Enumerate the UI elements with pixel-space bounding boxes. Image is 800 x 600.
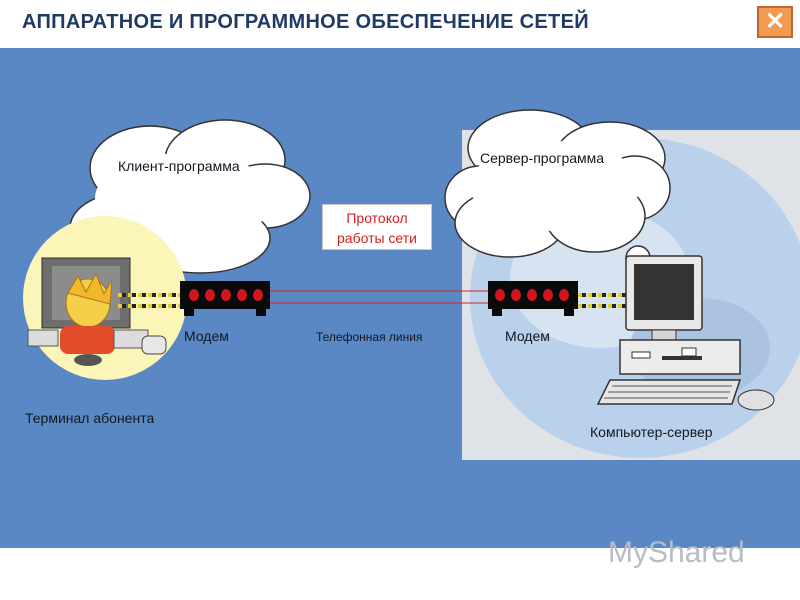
diagram-area: Клиент-программа Сервер-программа Проток… — [0, 48, 800, 548]
footer-bar — [0, 548, 800, 600]
right-modem-label: Модем — [505, 328, 550, 344]
close-icon: ✕ — [764, 8, 786, 35]
protocol-box: Протокол работы сети — [322, 204, 432, 250]
page-title: АППАРАТНОЕ И ПРОГРАММНОЕ ОБЕСПЕЧЕНИЕ СЕТ… — [22, 11, 589, 33]
server-label: Компьютер-сервер — [590, 424, 713, 440]
right-modem — [488, 281, 578, 316]
left-cable — [118, 293, 182, 308]
close-button[interactable]: ✕ — [757, 6, 793, 38]
network-diagram — [23, 109, 800, 460]
left-modem — [180, 281, 270, 316]
right-cable — [578, 293, 628, 308]
client-program-label: Клиент-программа — [118, 158, 240, 174]
server-computer-illustration — [596, 255, 775, 411]
server-cloud — [444, 109, 671, 278]
phone-line-label: Телефонная линия — [316, 330, 423, 344]
phone-line — [270, 290, 488, 304]
watermark-logo: MyShared — [608, 536, 745, 569]
protocol-label: Протокол работы сети — [337, 210, 417, 246]
terminal-user-illustration — [23, 216, 187, 380]
terminal-label: Терминал абонента — [25, 410, 155, 426]
server-program-label: Сервер-программа — [480, 150, 605, 166]
left-modem-label: Модем — [184, 328, 229, 344]
header-bar: АППАРАТНОЕ И ПРОГРАММНОЕ ОБЕСПЕЧЕНИЕ СЕТ… — [0, 0, 800, 48]
